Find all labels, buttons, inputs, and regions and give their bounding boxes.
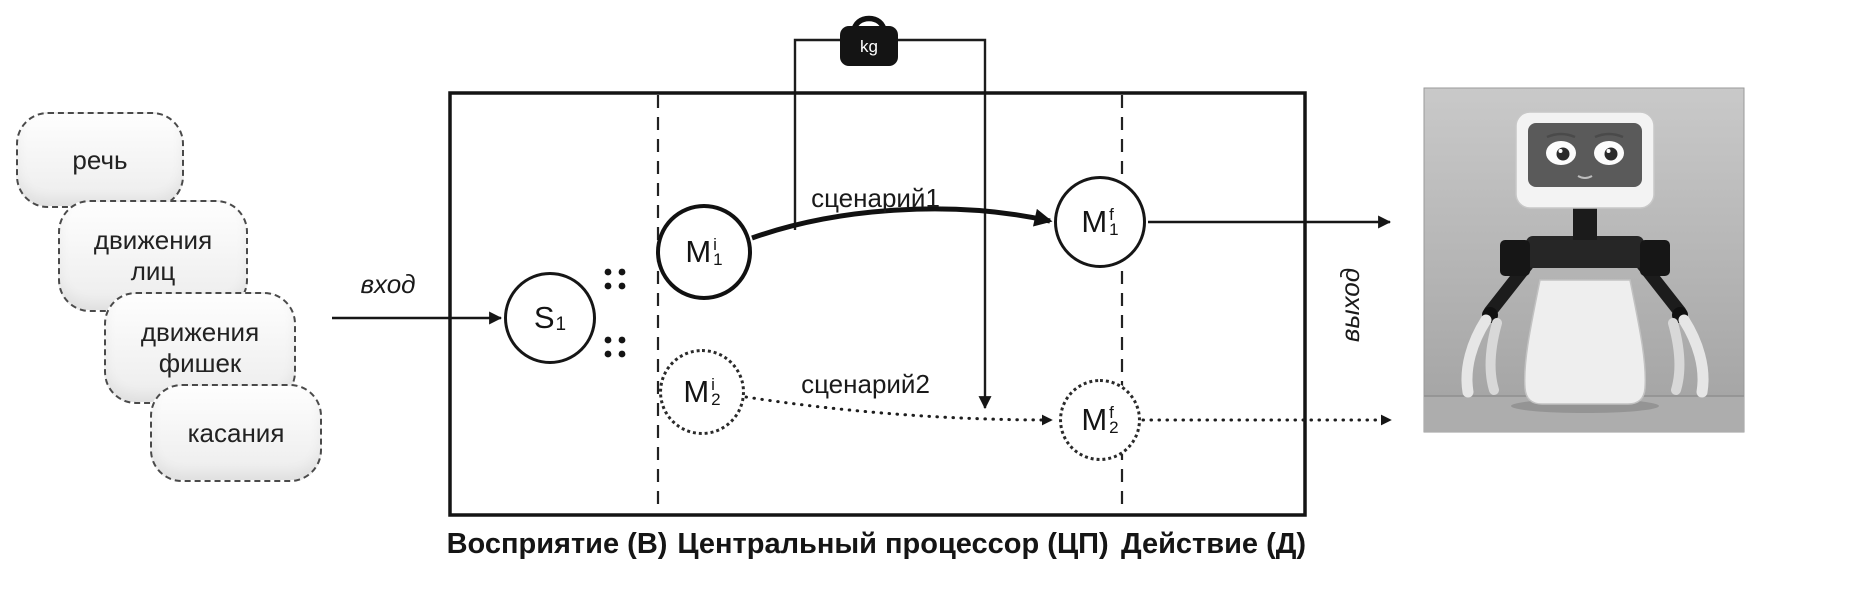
- node-m2f-indices: f 2: [1109, 403, 1119, 437]
- input-bubble-touches: касания: [150, 384, 322, 482]
- input-bubble-label: касания: [187, 417, 285, 448]
- weight-label: kg: [860, 37, 878, 56]
- output-label: выход: [1334, 267, 1365, 343]
- diagram-box: [448, 91, 1307, 517]
- node-m2f-base: M: [1081, 402, 1108, 437]
- section-label-processor: Центральный процессор (ЦП): [677, 527, 1109, 560]
- node-m2f-sup: f: [1109, 403, 1114, 422]
- robot-shoulders: [1526, 236, 1644, 268]
- node-m1i-base: M: [685, 234, 712, 269]
- node-m2f-sub: 2: [1109, 418, 1119, 437]
- robot-left-eyebrow: [1546, 132, 1576, 139]
- scenario1-arrow: [751, 206, 1053, 241]
- section-label-action: Действие (Д): [1120, 527, 1307, 560]
- scenario2-arrow: [744, 395, 1053, 426]
- node-m1f-sup: f: [1109, 205, 1114, 224]
- robot-photo: [1423, 87, 1745, 433]
- node-m2i: M i 2: [659, 349, 745, 435]
- input-label: вход: [360, 268, 416, 299]
- node-m1f-base: M: [1081, 204, 1108, 239]
- input-bubble-label: движения фишек: [140, 317, 260, 378]
- robot-left-eye: [1546, 141, 1576, 165]
- robot-right-shoulder-motor: [1640, 240, 1670, 276]
- node-m1i: M i 1: [656, 204, 752, 300]
- robot-left-gripper: [1461, 314, 1492, 398]
- node-s1-sub: 1: [555, 314, 567, 335]
- section-label-perception: Восприятие (В): [446, 527, 668, 560]
- node-m1f-indices: f 1: [1109, 205, 1119, 239]
- node-m1i-sub: 1: [713, 250, 723, 269]
- node-s1: S 1: [504, 272, 596, 364]
- node-m1i-indices: i 1: [713, 235, 723, 269]
- input-bubble-speech: речь: [16, 112, 184, 208]
- input-bubble-label: речь: [72, 144, 128, 175]
- weight-icon: kg: [840, 15, 898, 66]
- robot-right-eye: [1594, 141, 1624, 165]
- node-m1f: M f 1: [1054, 176, 1146, 268]
- robot-mouth: [1577, 175, 1593, 179]
- node-m2i-base: M: [683, 374, 710, 409]
- node-m2i-indices: i 2: [711, 375, 721, 409]
- input-bubble-label: движения лиц: [93, 225, 213, 286]
- mapping-dots-top: [604, 268, 626, 290]
- node-m2i-sub: 2: [711, 390, 721, 409]
- node-m1f-sub: 1: [1109, 220, 1119, 239]
- node-m2f: M f 2: [1059, 379, 1141, 461]
- robot-left-shoulder-motor: [1500, 240, 1530, 276]
- robot-right-eyebrow: [1594, 132, 1624, 139]
- scenario1-label: сценарий1: [811, 182, 940, 213]
- node-m1i-sup: i: [713, 235, 717, 254]
- mapping-dots-bottom: [604, 336, 626, 358]
- node-s1-base: S: [533, 300, 555, 335]
- robot-body: [1523, 279, 1647, 405]
- node-m2i-sup: i: [711, 375, 715, 394]
- scenario2-label: сценарий2: [801, 368, 930, 399]
- robot-neck: [1573, 204, 1597, 240]
- robot-face-screen: [1528, 123, 1642, 187]
- weight-body: [840, 26, 898, 66]
- weight-link-line: [793, 38, 992, 410]
- robot-right-gripper: [1678, 314, 1709, 398]
